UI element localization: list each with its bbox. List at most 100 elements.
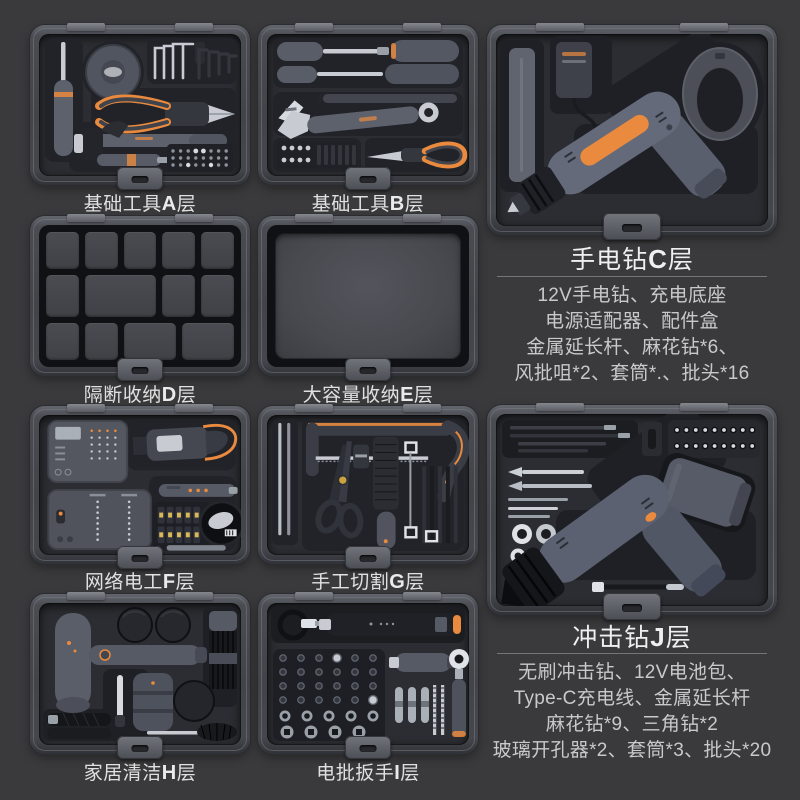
bit-box — [277, 141, 357, 169]
tray-label-h: 家居清洁H层 — [30, 758, 250, 785]
compartment — [46, 275, 79, 317]
content-line: 麻花钻*9、三角钻*2 — [545, 714, 719, 735]
content-line: 金属延长杆、麻花钻*6、 — [526, 337, 738, 358]
compartment — [201, 275, 234, 317]
case-latch — [345, 167, 391, 190]
case-clip — [679, 403, 728, 411]
bits-panel — [668, 420, 760, 458]
drill-body — [501, 474, 670, 606]
section-divider — [497, 653, 767, 654]
case-clip — [67, 404, 106, 412]
tray-a-illustration — [39, 34, 241, 176]
label-text: 网络电工 — [84, 572, 163, 593]
case-clip — [295, 23, 334, 31]
label-text: 家居清洁 — [83, 763, 162, 784]
case-latch — [117, 358, 163, 381]
content-line: 电源适配器、配件盒 — [545, 311, 719, 332]
label-letter: E — [400, 384, 414, 406]
case-clip — [402, 214, 441, 222]
case-clip — [536, 403, 585, 411]
compartment — [123, 232, 157, 270]
drill-handle — [642, 505, 726, 597]
section-title-impact-drill: 冲击钻J层 — [487, 618, 777, 654]
long-nose-pliers — [367, 141, 468, 169]
hammer — [74, 121, 227, 160]
compartment — [181, 322, 234, 360]
tray-i-tools-art — [271, 607, 469, 741]
tray-h-home-cleaning — [30, 592, 250, 759]
content-line: 12V手电钻、充电底座 — [537, 285, 727, 306]
tray-label-e: 大容量收纳E层 — [258, 380, 478, 407]
section-contents-impact-drill: 无刷冲击钻、12V电池包、 Type-C充电线、金属延长杆 麻花钻*9、三角钻*… — [482, 660, 782, 764]
case-clip — [402, 592, 441, 600]
drum-brush — [209, 611, 237, 689]
tray-e-large-storage — [258, 214, 478, 381]
content-line: 风批咀*2、套筒*.、批头*16 — [514, 363, 750, 384]
title-text: 层 — [665, 624, 692, 652]
case-clip — [174, 592, 213, 600]
case-clip — [67, 592, 106, 600]
label-letter: G — [389, 571, 406, 593]
charging-base — [682, 47, 758, 141]
label-text: 基础工具 — [83, 194, 162, 215]
crimping-tool — [132, 423, 238, 461]
divider-piece — [642, 422, 662, 456]
label-text: 大容量收纳 — [302, 385, 401, 406]
tray-h-tools-art — [43, 607, 237, 741]
tray-c-drill-art — [500, 34, 764, 216]
section-contents-hand-drill: 12V手电钻、充电底座 电源适配器、配件盒 金属延长杆、麻花钻*6、 风批咀*2… — [482, 283, 782, 387]
power-adapter — [556, 42, 598, 157]
tray-f-network-electrician — [30, 404, 250, 569]
title-text: 层 — [667, 246, 694, 274]
title-text: 手电钻 — [570, 246, 649, 274]
tray-d-divider-storage — [30, 214, 250, 381]
open-compartment — [275, 233, 461, 359]
tray-j-impact-drill — [487, 403, 777, 620]
tape-measure — [85, 44, 141, 102]
scissors — [315, 440, 364, 539]
label-text: 基础工具 — [311, 194, 390, 215]
case-clip — [679, 23, 728, 31]
tray-b-basic-tools — [258, 23, 478, 190]
label-text: 层 — [175, 572, 196, 593]
case-latch — [603, 593, 661, 620]
content-line: Type-C充电线、金属延长杆 — [513, 688, 751, 709]
tray-c-illustration — [496, 34, 768, 226]
tray-g-hand-cutting — [258, 404, 478, 569]
screwdriver — [54, 42, 73, 156]
tray-i-screwdriver-bits — [258, 592, 478, 759]
title-letter: C — [648, 244, 668, 274]
label-text: 层 — [413, 385, 434, 406]
case-clip — [174, 404, 213, 412]
insulating-tape — [198, 500, 241, 547]
charge-cable — [277, 609, 321, 641]
chisels — [508, 467, 592, 518]
hex-key-set — [153, 42, 238, 80]
tray-a-basic-tools — [30, 23, 250, 190]
label-letter: A — [161, 193, 177, 215]
tape-roll — [173, 680, 215, 722]
saw-blades — [404, 441, 458, 544]
label-letter: H — [161, 762, 177, 784]
tray-j-drill-art — [501, 414, 760, 606]
test-pen — [158, 484, 238, 497]
label-text: 层 — [176, 385, 197, 406]
case-clip — [402, 404, 441, 412]
ratchet-wrench — [449, 649, 469, 737]
section-title-hand-drill: 手电钻C层 — [487, 240, 777, 276]
blade-dispenser — [353, 444, 369, 469]
case-latch — [345, 546, 391, 569]
refill-rolls — [47, 712, 111, 739]
label-text: 层 — [176, 763, 197, 784]
tray-i-illustration — [267, 603, 469, 745]
lint-rollers — [117, 607, 191, 643]
metal-rods — [278, 422, 291, 536]
bottle-brush — [147, 723, 237, 741]
pen-tool — [115, 675, 125, 727]
bit-box — [167, 144, 233, 172]
compartment — [46, 232, 79, 270]
label-text: 隔断收纳 — [83, 385, 162, 406]
tray-g-illustration — [267, 415, 469, 555]
drill-bits-row — [510, 425, 630, 453]
